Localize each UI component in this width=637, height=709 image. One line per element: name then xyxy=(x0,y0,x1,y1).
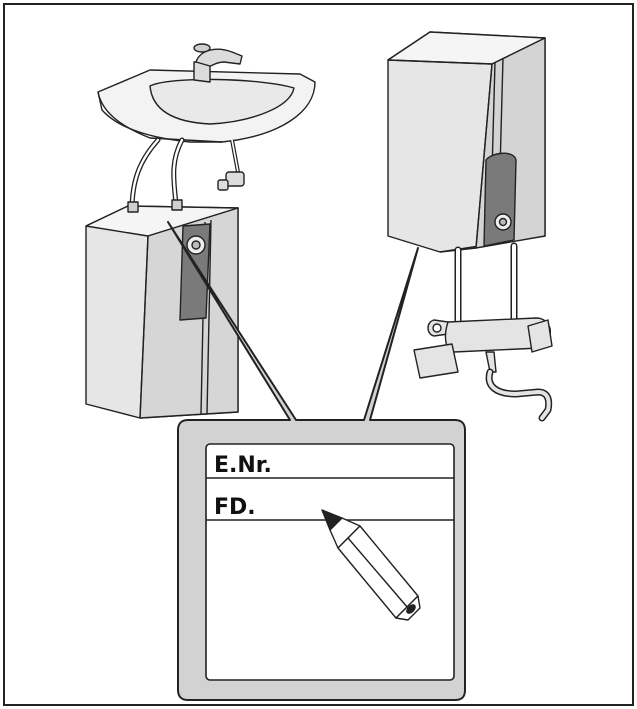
type-plate-callout: E.Nr. FD. xyxy=(167,221,466,701)
serial-number-label: E.Nr. xyxy=(214,453,272,478)
undersink-water-heater-icon xyxy=(85,199,239,419)
wall-water-heater-icon xyxy=(387,31,546,253)
mixer-tap-icon xyxy=(413,317,553,422)
angle-valve-icon xyxy=(217,139,245,191)
faucet-icon xyxy=(193,43,243,83)
pencil-icon xyxy=(321,509,421,621)
type-plate-card xyxy=(205,443,455,681)
production-date-label: FD. xyxy=(214,495,256,520)
washbasin-icon xyxy=(97,43,316,143)
